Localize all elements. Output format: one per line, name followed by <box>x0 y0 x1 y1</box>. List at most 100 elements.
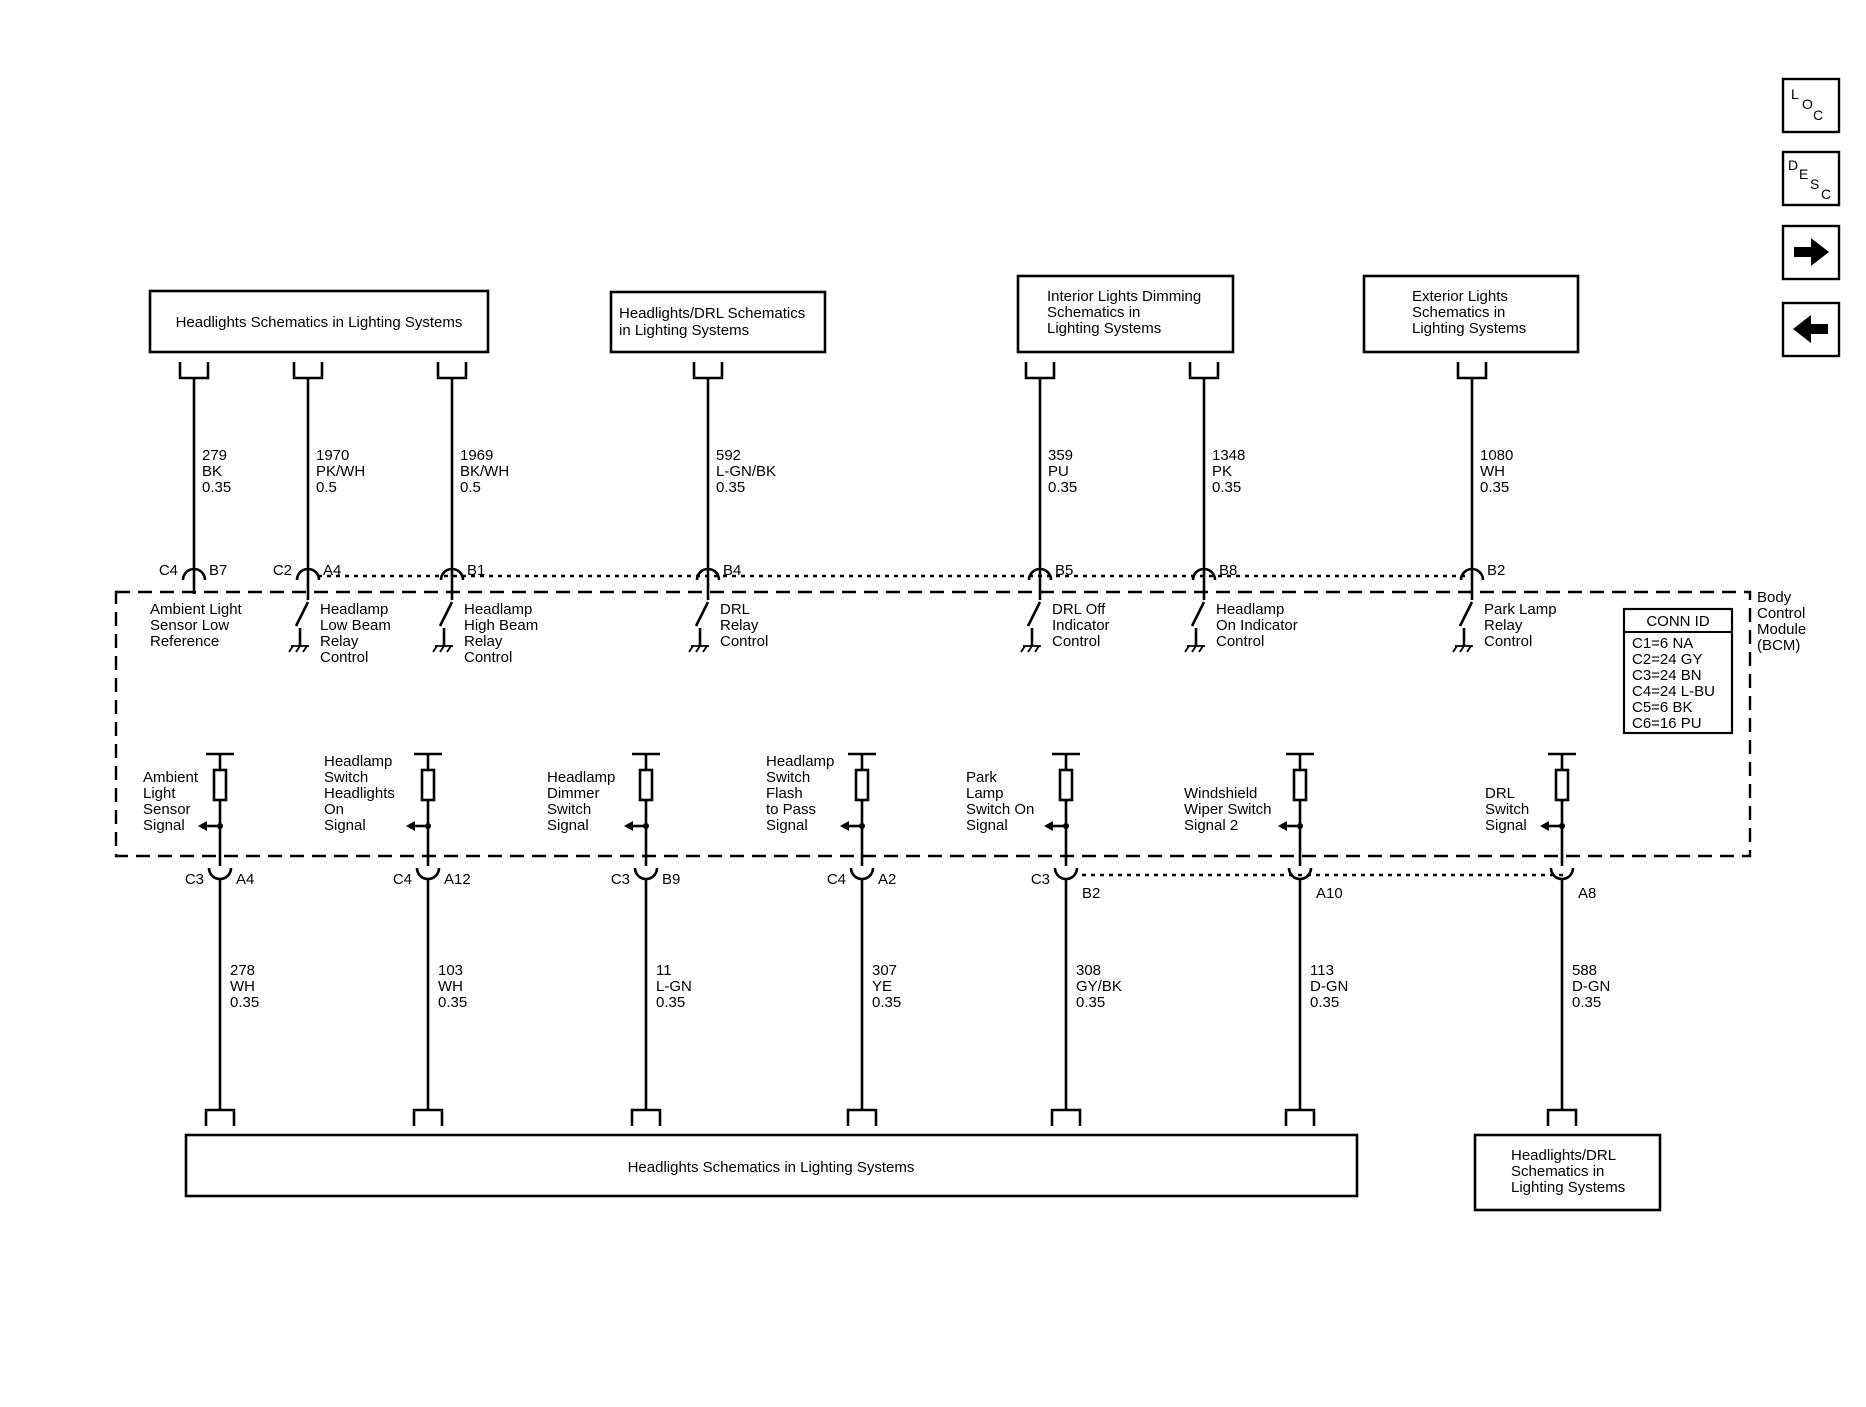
box-label: Lighting Systems <box>1511 1179 1625 1196</box>
forward-button[interactable] <box>1781 224 1841 281</box>
top-ref-box-headlights-drl[interactable]: Headlights/DRL Schematics in Lighting Sy… <box>609 290 827 354</box>
wire-gauge: 0.35 <box>1480 479 1509 496</box>
pin-id: A4 <box>323 562 341 579</box>
function-label: Signal 2 <box>1184 817 1238 834</box>
desc-button[interactable]: D E S C <box>1781 150 1841 207</box>
function-label: Reference <box>150 633 219 650</box>
ground-icon <box>1020 645 1041 653</box>
connector-terminal <box>415 867 441 881</box>
conn-id-row: C5=6 BK <box>1632 699 1692 716</box>
arrow-left-icon <box>1044 821 1053 831</box>
function-label: Signal <box>1485 817 1527 834</box>
function-label: Control <box>464 649 512 666</box>
splice-dot <box>1297 823 1303 829</box>
function-label: Control <box>1484 633 1532 650</box>
resistor-icon <box>212 768 228 802</box>
conn-id-row: C2=24 GY <box>1632 651 1702 668</box>
pin-id: A2 <box>878 871 896 888</box>
terminal-bracket <box>692 362 724 380</box>
box-label: Schematics in <box>1412 304 1505 321</box>
circuit-number: 279 <box>202 447 227 464</box>
loc-letter-l: L <box>1791 86 1799 102</box>
pin-id: A12 <box>444 871 471 888</box>
wire-color: YE <box>872 978 892 995</box>
function-label: Headlights <box>324 785 395 802</box>
wire-gauge: 0.35 <box>230 994 259 1011</box>
desc-letter-c: C <box>1821 186 1831 202</box>
loc-button[interactable]: L O C <box>1781 77 1841 134</box>
connector-id: C3 <box>1031 871 1050 888</box>
terminal-bracket <box>1188 362 1220 380</box>
conn-id-row: C3=24 BN <box>1632 667 1702 684</box>
ground-icon <box>1452 645 1473 653</box>
wire-color: L-GN/BK <box>716 463 776 480</box>
wire-gauge: 0.35 <box>202 479 231 496</box>
connector-terminal <box>849 867 875 881</box>
function-label: High Beam <box>464 617 538 634</box>
connector-id: C3 <box>185 871 204 888</box>
function-label: Switch <box>324 769 368 786</box>
wire-color: BK <box>202 463 222 480</box>
connector-id: C4 <box>159 562 178 579</box>
wire-gauge: 0.5 <box>316 479 337 496</box>
function-label: Signal <box>547 817 589 834</box>
wire-gauge: 0.35 <box>716 479 745 496</box>
wire-color: PU <box>1048 463 1069 480</box>
bottom-ref-box-headlights-drl[interactable]: Headlights/DRL Schematics in Lighting Sy… <box>1473 1133 1662 1212</box>
function-label: Switch <box>1485 801 1529 818</box>
function-label: Headlamp <box>766 753 834 770</box>
terminal-bracket <box>292 362 324 380</box>
connector-id: C3 <box>611 871 630 888</box>
connector-terminal <box>1549 867 1575 881</box>
wire-color: PK <box>1212 463 1232 480</box>
function-label: Headlamp <box>324 753 392 770</box>
circuit-number: 592 <box>716 447 741 464</box>
function-label: Windshield <box>1184 785 1257 802</box>
function-label: Park Lamp <box>1484 601 1557 618</box>
function-label: Relay <box>464 633 503 650</box>
function-label: Wiper Switch <box>1184 801 1272 818</box>
resistor-icon <box>1554 768 1570 802</box>
top-ref-box-interior-dimming[interactable]: Interior Lights Dimming Schematics in Li… <box>1016 274 1235 354</box>
function-label: Headlamp <box>464 601 532 618</box>
arrow-left-icon <box>406 821 415 831</box>
resistor-icon <box>1058 768 1074 802</box>
top-ref-box-exterior-lights[interactable]: Exterior Lights Schematics in Lighting S… <box>1362 274 1580 354</box>
top-ref-box-headlights[interactable]: Headlights Schematics in Lighting System… <box>148 289 490 354</box>
ground-icon <box>288 645 309 653</box>
resistor-icon <box>854 768 870 802</box>
pin-id: A4 <box>236 871 254 888</box>
function-label: Flash <box>766 785 803 802</box>
pin-id: B4 <box>723 562 741 579</box>
arrow-right-icon <box>1794 238 1829 266</box>
function-label: On Indicator <box>1216 617 1298 634</box>
function-label: Relay <box>720 617 759 634</box>
circuit-number: 103 <box>438 962 463 979</box>
wire-gauge: 0.35 <box>1048 479 1077 496</box>
bottom-ref-box-headlights[interactable]: Headlights Schematics in Lighting System… <box>184 1133 1359 1198</box>
function-label: Headlamp <box>320 601 388 618</box>
arrow-left-icon <box>198 821 207 831</box>
connector-terminal <box>207 867 233 881</box>
box-label: Schematics in <box>1047 304 1140 321</box>
wire-gauge: 0.5 <box>460 479 481 496</box>
circuit-number: 278 <box>230 962 255 979</box>
bcm-name-line: Body <box>1757 589 1792 606</box>
splice-dot <box>643 823 649 829</box>
back-button[interactable] <box>1781 301 1841 358</box>
circuit-number: 308 <box>1076 962 1101 979</box>
splice-dot <box>859 823 865 829</box>
circuit-number: 1348 <box>1212 447 1245 464</box>
box-label: Exterior Lights <box>1412 288 1508 305</box>
function-label: Switch <box>547 801 591 818</box>
wire-color: WH <box>230 978 255 995</box>
wire-color: WH <box>438 978 463 995</box>
terminal-bracket <box>1024 362 1056 380</box>
splice-dot <box>1559 823 1565 829</box>
